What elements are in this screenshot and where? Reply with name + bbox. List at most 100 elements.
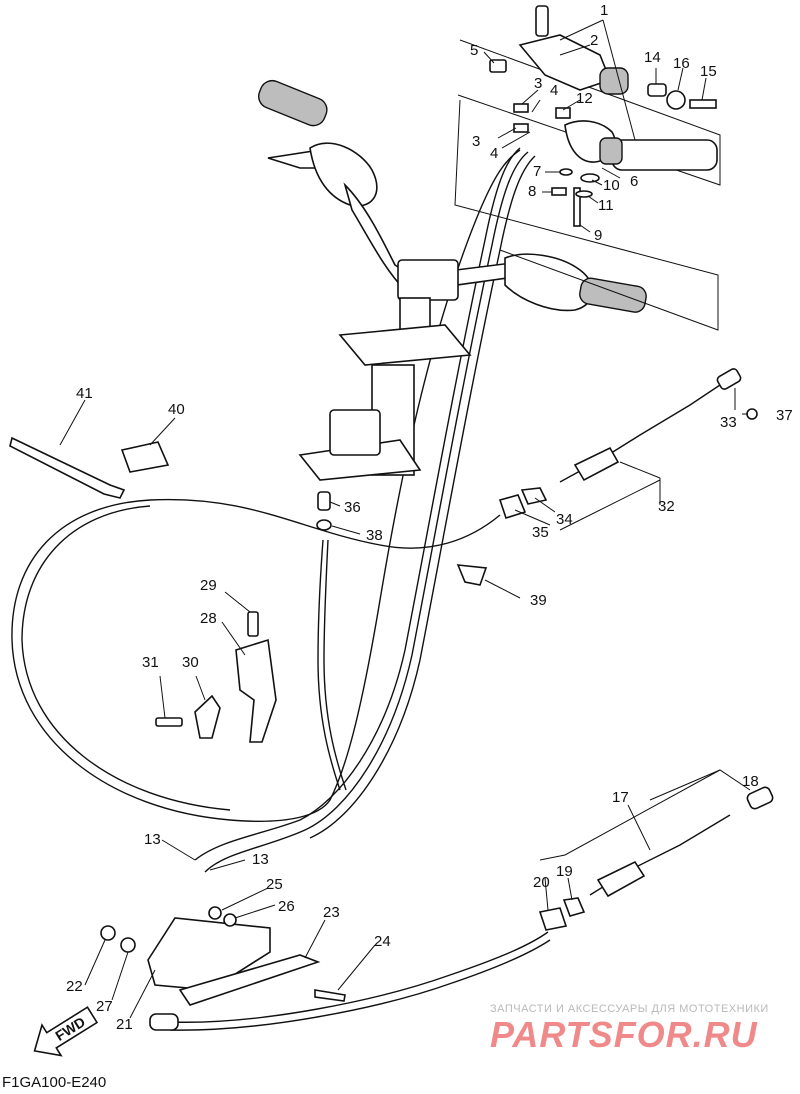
choke-cable-2	[323, 539, 347, 791]
callout-11: 11	[598, 197, 614, 214]
steering-bracket	[329, 409, 381, 456]
callout-31: 31	[142, 654, 159, 671]
left-accessories	[9, 436, 332, 743]
cable-17-assembly	[538, 786, 774, 931]
callout-41: 41	[76, 385, 93, 402]
callout-4b: 4	[490, 145, 498, 162]
throttle-end-lower	[599, 137, 623, 165]
cable-17-fitting	[596, 860, 646, 898]
part-39-pad	[456, 564, 488, 586]
callout-36: 36	[344, 499, 361, 516]
part-27-collar	[120, 937, 136, 953]
callout-numbers: 1 2 5 3 4 12 14 16 15 3 4 7 10 6 8 11 9 …	[66, 2, 793, 1033]
callout-23: 23	[323, 904, 340, 921]
callout-3b: 3	[472, 133, 480, 150]
part-30-bracket	[194, 694, 221, 739]
part-11-washer	[575, 190, 593, 198]
callout-14: 14	[644, 49, 661, 66]
callout-33: 33	[720, 414, 737, 431]
part-16-washer	[666, 90, 686, 110]
part-19-washer	[562, 897, 586, 917]
callout-17: 17	[612, 789, 629, 806]
steering-plate	[338, 324, 472, 366]
callout-6: 6	[630, 173, 638, 190]
part-14-collar	[647, 83, 667, 97]
part-36-fitting	[317, 491, 331, 511]
part-24-pin	[314, 989, 346, 1002]
callout-9: 9	[594, 227, 602, 244]
left-grip	[258, 79, 328, 127]
part-23-arm	[178, 954, 321, 1006]
part-26-washer	[223, 913, 237, 927]
part-8-screw	[551, 187, 567, 196]
throttle-cable-b	[204, 151, 529, 873]
callout-29: 29	[200, 577, 217, 594]
watermark-tagline: ЗАПЧАСТИ И АКСЕССУАРЫ ДЛЯ МОТОТЕХНИКИ	[490, 1003, 769, 1015]
part-34-nut	[520, 487, 548, 505]
callout-21: 21	[116, 1016, 133, 1033]
inset-frame-throttle-2	[454, 99, 719, 331]
right-switch-housing	[504, 253, 594, 312]
part-15-bolt	[689, 99, 717, 109]
part-41-cable-tie	[9, 436, 126, 499]
part-37-washer	[746, 408, 758, 420]
throttle-cable-c	[309, 155, 536, 839]
callout-19: 19	[556, 863, 573, 880]
callout-18: 18	[742, 773, 759, 790]
callout-1: 1	[600, 2, 608, 19]
throttle-cable-a	[194, 147, 521, 861]
part-7-washer	[559, 168, 573, 176]
callout-32: 32	[658, 498, 675, 515]
callout-15: 15	[700, 63, 717, 80]
throttle-grip-upper	[599, 67, 629, 95]
bracket-plate	[147, 917, 271, 991]
part-3-screw-b	[513, 123, 529, 133]
callout-20: 20	[533, 874, 550, 891]
callout-25: 25	[266, 876, 283, 893]
part-18-end	[746, 786, 774, 810]
callout-26: 26	[278, 898, 295, 915]
callout-37: 37	[776, 407, 793, 424]
part-25-washer	[208, 906, 222, 920]
callout-12: 12	[576, 90, 593, 107]
part-38-washer	[316, 519, 332, 531]
reverse-cable-end	[149, 1013, 179, 1031]
watermark-logo: PARTSFOR.RU	[490, 1014, 758, 1055]
part-3-screw-a	[513, 103, 529, 113]
part-29-bolt	[247, 611, 259, 637]
fwd-arrow: FWD	[33, 1006, 99, 1057]
callout-38: 38	[366, 527, 383, 544]
part-40-clamp	[120, 441, 170, 473]
callout-3a: 3	[534, 75, 542, 92]
callout-24: 24	[374, 933, 391, 950]
figure-code: F1GA100-E240	[2, 1074, 107, 1091]
cable-loop-left-inner	[21, 505, 231, 811]
callout-2: 2	[590, 32, 598, 49]
callout-27: 27	[96, 998, 113, 1015]
callout-28: 28	[200, 610, 217, 627]
callout-10: 10	[603, 177, 620, 194]
callout-30: 30	[182, 654, 199, 671]
part-bolt-top	[535, 5, 549, 37]
callout-7: 7	[533, 163, 541, 180]
reverse-cable	[169, 931, 549, 1023]
handlebar-clamp	[397, 259, 459, 301]
leader-lines	[59, 19, 751, 1019]
throttle-tube-lower	[611, 139, 718, 171]
part-35-nut	[498, 494, 527, 519]
callout-22: 22	[66, 978, 83, 995]
cables	[11, 147, 551, 1031]
cable-32-end	[716, 368, 742, 390]
cable-32-assembly	[456, 368, 758, 586]
callout-34: 34	[556, 511, 573, 528]
right-grip	[579, 277, 647, 313]
callout-4a: 4	[550, 82, 558, 99]
part-20-nut	[538, 907, 568, 931]
part-10-washer	[580, 173, 600, 183]
callout-13a: 13	[144, 831, 161, 848]
handlebar-assembly	[258, 79, 647, 481]
part-31-bolt	[155, 717, 183, 727]
callout-16: 16	[673, 55, 690, 72]
callout-5: 5	[470, 42, 478, 59]
